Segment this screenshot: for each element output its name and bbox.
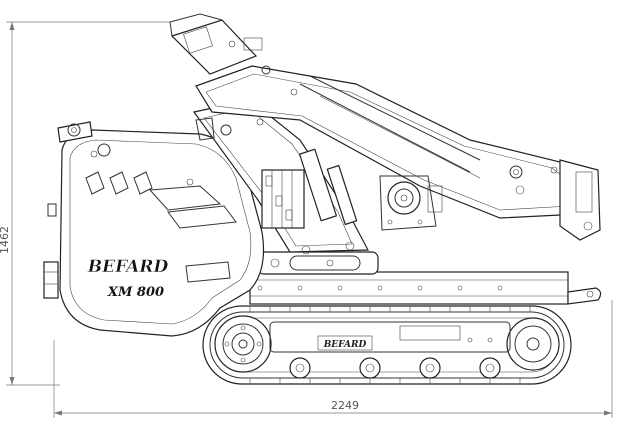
rotator-unit — [379, 175, 443, 231]
cover-vents — [85, 171, 237, 283]
width-dimension-label: 2249 — [331, 399, 359, 412]
crawler-track: BEFARD — [202, 305, 572, 385]
track-logo: BEFARD — [323, 340, 367, 350]
chassis-frame — [249, 251, 602, 305]
drive-sprocket — [214, 315, 272, 373]
height-dimension-label: 1462 — [0, 226, 11, 254]
height-dimension: 1462 — [0, 21, 170, 386]
model-label: XM 800 — [107, 285, 164, 300]
idler-wheel — [506, 317, 560, 371]
engine-cover: BEFARD XM 800 — [43, 121, 265, 337]
telescopic-boom — [169, 13, 601, 241]
road-wheels — [289, 357, 501, 379]
mast-column — [192, 99, 369, 255]
body-logo: BEFARD — [87, 257, 169, 277]
track-plates — [249, 306, 531, 384]
width-dimension: 2249 — [53, 300, 613, 418]
